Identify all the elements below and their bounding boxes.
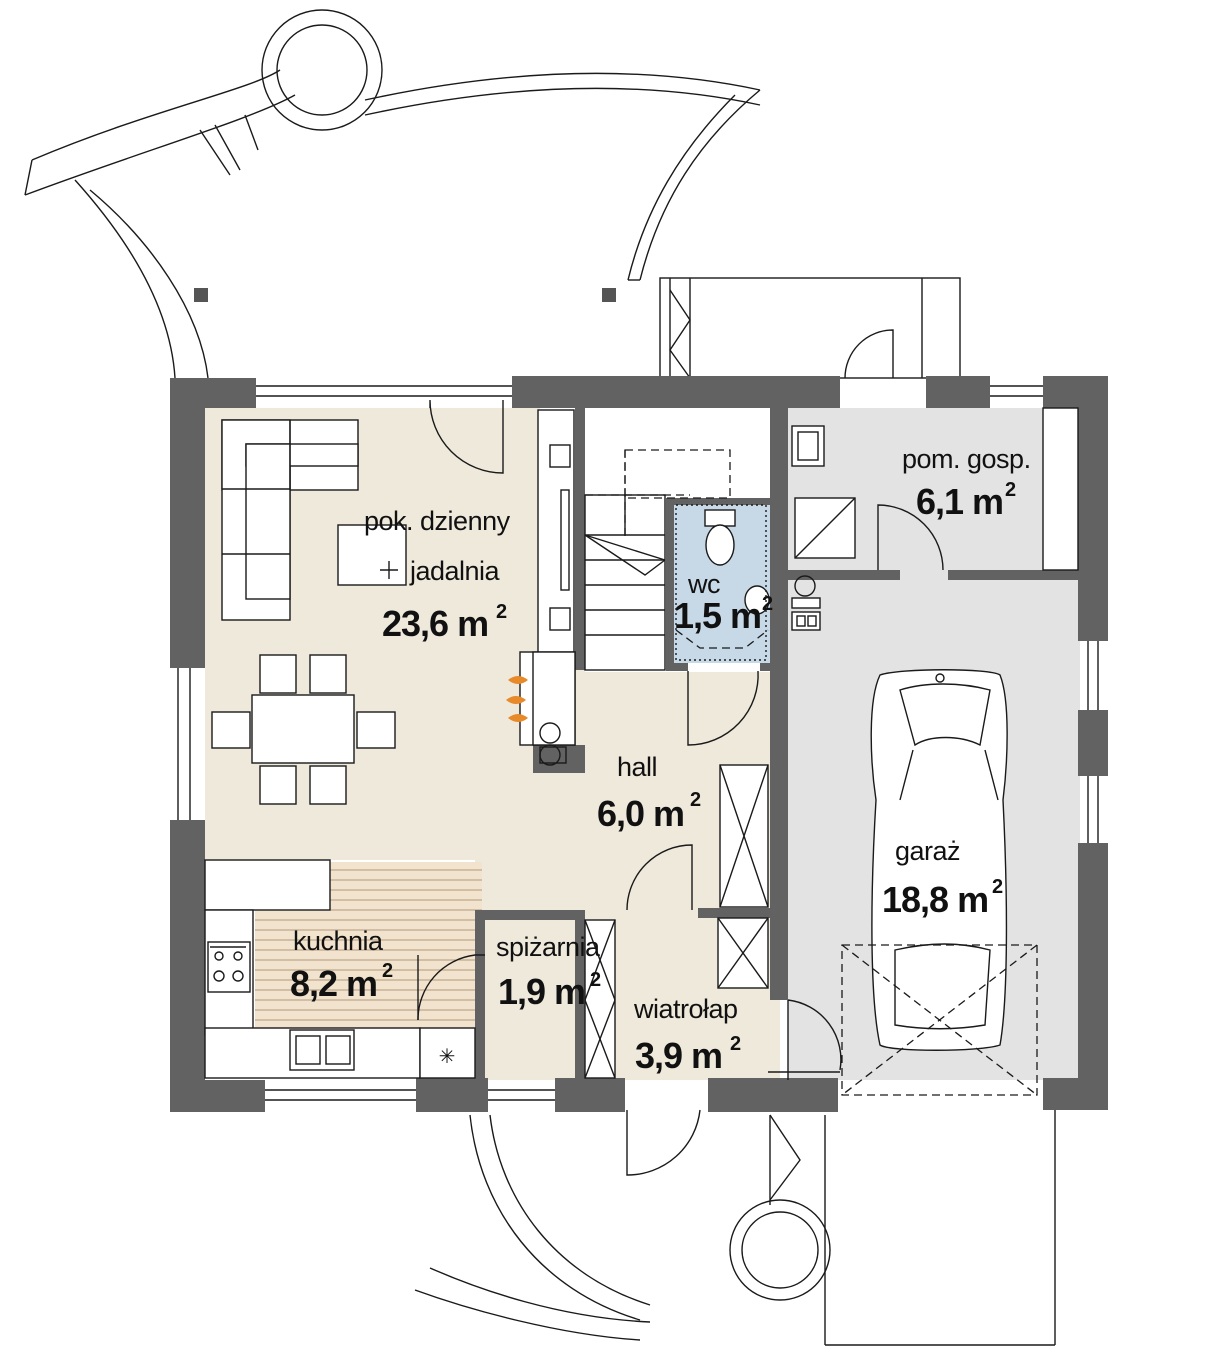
- kitchen-name: kuchnia: [293, 926, 384, 956]
- hall-area-exp: 2: [690, 789, 701, 811]
- wc-area-exp: 2: [762, 593, 773, 615]
- pillar-right: [602, 288, 616, 302]
- utility-area-exp: 2: [1005, 479, 1016, 501]
- wc-area: 1,5 m: [674, 595, 761, 636]
- pantry-area-exp: 2: [590, 969, 601, 991]
- living-furniture: [211, 409, 576, 805]
- utility-area: 6,1 m: [916, 481, 1003, 522]
- stairs: [584, 449, 731, 671]
- pantry-area: 1,9 m: [498, 971, 585, 1012]
- doors: [417, 399, 944, 1080]
- vestibule-area-exp: 2: [730, 1033, 741, 1055]
- utility-name: pom. gosp.: [902, 444, 1031, 474]
- walls: [170, 376, 1108, 1112]
- living-area: 23,6 m: [382, 603, 488, 644]
- garage-area: 18,8 m: [882, 879, 988, 920]
- hall-name: hall: [617, 752, 657, 782]
- wc-fixtures: [675, 504, 770, 661]
- living-name-line2: jadalnia: [409, 556, 501, 586]
- garage-name: garaż: [895, 836, 960, 866]
- utility-fixtures: [791, 407, 1079, 631]
- vestibule-name: wiatrołap: [633, 994, 738, 1024]
- living-area-exp: 2: [496, 601, 507, 623]
- hall-area: 6,0 m: [597, 793, 684, 834]
- room-labels: pok. dzienny jadalnia 23,6 m 2 pom. gosp…: [290, 444, 1031, 1076]
- pillar-left: [194, 288, 208, 302]
- kitchen-area: 8,2 m: [290, 963, 377, 1004]
- vestibule-area: 3,9 m: [635, 1035, 722, 1076]
- wc-name: wc: [687, 569, 720, 599]
- living-name-line1: pok. dzienny: [364, 506, 511, 536]
- windows: [177, 385, 1099, 1101]
- kitchen-area-exp: 2: [382, 960, 393, 982]
- pantry-name: spiżarnia: [496, 932, 601, 962]
- car-icon: [841, 669, 1038, 1096]
- kitchen-furniture: ✳: [204, 859, 476, 1079]
- hall-wardrobes: [584, 764, 769, 1079]
- exterior-elements: [24, 9, 1056, 1346]
- kitchen-floor-stripes: [255, 869, 482, 1021]
- garage-area-exp: 2: [992, 876, 1003, 898]
- svg-text:✳: ✳: [439, 1046, 456, 1068]
